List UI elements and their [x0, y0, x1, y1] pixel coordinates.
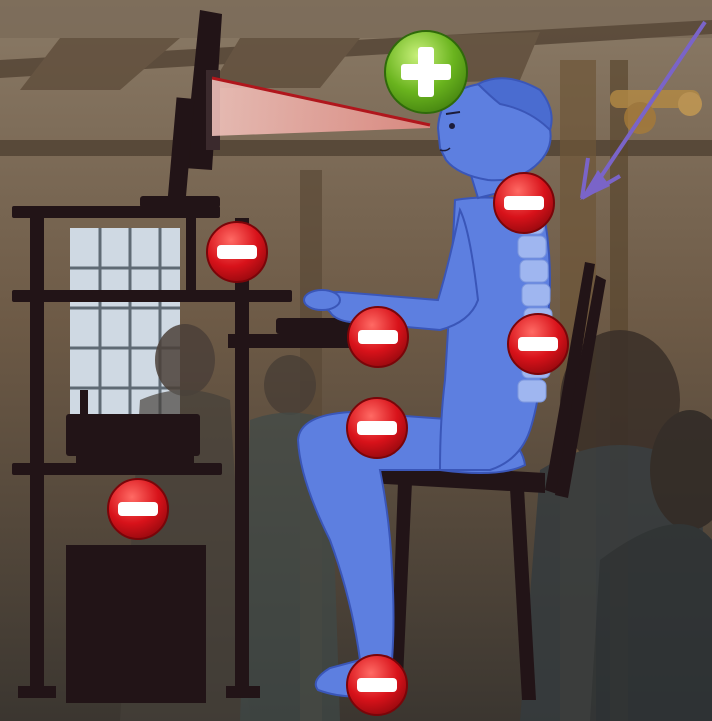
minus-circle-icon[interactable]	[205, 220, 269, 284]
minus-circle-icon[interactable]	[345, 396, 409, 460]
background-window	[70, 228, 180, 418]
minus-circle-icon[interactable]	[506, 312, 570, 376]
minus-circle-icon[interactable]	[106, 477, 170, 541]
pc-tower	[66, 545, 206, 703]
minus-circle-icon[interactable]	[345, 653, 409, 717]
minus-circle-icon[interactable]	[346, 305, 410, 369]
minus-circle-icon[interactable]	[492, 171, 556, 235]
plus-circle-icon[interactable]	[383, 29, 469, 115]
